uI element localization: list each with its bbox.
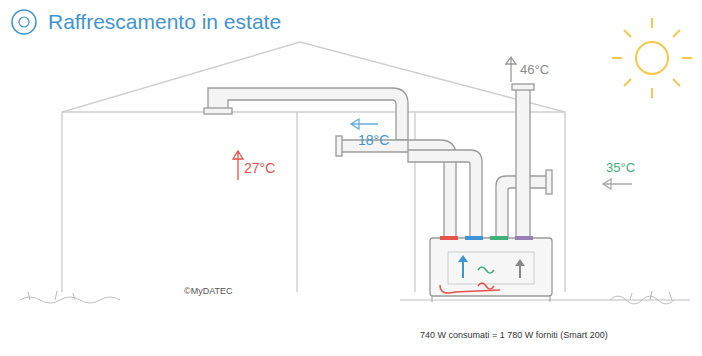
title: Raffrescamento in estate [48, 10, 281, 34]
temperature-label: 18°C [358, 132, 389, 148]
temperature-label: 27°C [244, 160, 275, 176]
watermark: ©MyDATEC [184, 286, 232, 296]
temperature-label: 35°C [606, 160, 635, 175]
note: 740 W consumati = 1 780 W forniti (Smart… [420, 330, 608, 340]
temperature-label: 46°C [520, 62, 549, 77]
